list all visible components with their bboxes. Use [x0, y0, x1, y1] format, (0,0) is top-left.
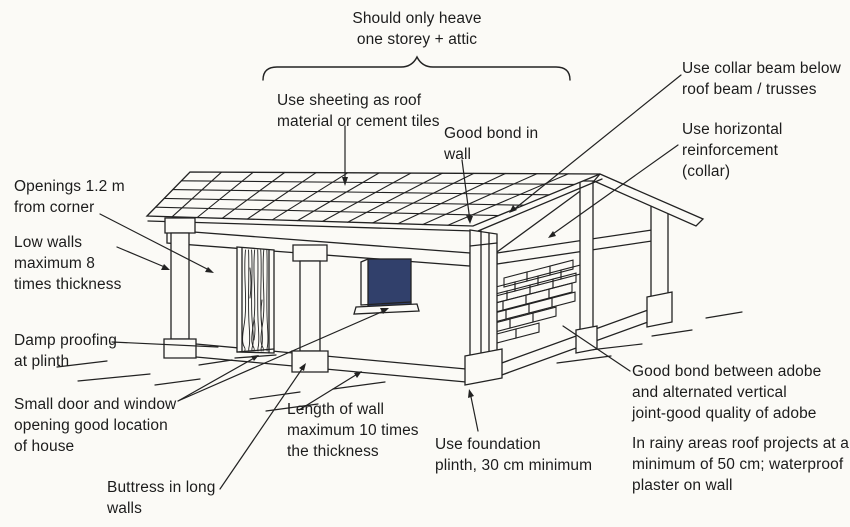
front-wall-base-line [195, 356, 467, 383]
gable-mid-column [579, 180, 594, 333]
roof-verge-line [477, 178, 603, 232]
door-wood-grain [242, 249, 269, 352]
label-storey: Should only heave one storey + attic [352, 10, 482, 48]
label-horizontal-reinforcement: Use horizontal reinforcement (collar) [682, 121, 783, 180]
window-sill-inner [360, 301, 412, 306]
arrowheads [161, 177, 556, 398]
roof [145, 171, 705, 232]
label-good-bond-wall: Good bond in wall [444, 125, 539, 163]
label-length-of-wall: Length of wall maximum 10 times the thic… [287, 401, 419, 460]
leader-foundation [469, 391, 479, 432]
leader-good-bond-wall [461, 159, 471, 222]
door [234, 246, 277, 359]
curly-brace [262, 55, 571, 81]
leader-buttress [219, 365, 305, 490]
gable-columns [575, 180, 673, 354]
window [353, 258, 420, 315]
label-damp-proofing: Damp proofing at plinth [14, 332, 117, 370]
front-left-corner-column [163, 217, 197, 359]
far-right-corner-column-base [646, 291, 673, 328]
label-foundation: Use foundation plinth, 30 cm minimum [435, 436, 593, 474]
leader-collar-beam [511, 74, 682, 212]
far-right-corner-column [650, 204, 669, 298]
label-collar-beam: Use collar beam below roof beam / trusse… [682, 60, 841, 98]
roof-front-slope [145, 171, 601, 227]
label-rainy-areas: In rainy areas roof projects at a minimu… [632, 435, 849, 494]
label-good-bond-adobe: Good bond between adobe and alternated v… [632, 363, 822, 422]
label-low-walls: Low walls maximum 8 times thickness [14, 234, 122, 293]
right-wall-base-line [498, 321, 649, 377]
gable-mid-column-base [575, 325, 598, 354]
door-panel [236, 246, 275, 354]
roof-fascia-line [147, 220, 475, 232]
leader-openings [99, 213, 212, 272]
leader-low-walls [116, 246, 168, 269]
leader-length-of-wall [298, 372, 360, 411]
roof-right-slope-edge [592, 173, 705, 227]
leader-horizontal-reinforcement [549, 144, 679, 237]
door-threshold [236, 348, 275, 353]
front-right-corner-column [464, 229, 503, 386]
label-sheeting: Use sheeting as roof material or cement … [277, 92, 440, 130]
label-openings: Openings 1.2 m from corner [14, 178, 125, 216]
roof-tile-grid [155, 171, 576, 226]
window-reveal-top [360, 258, 369, 263]
leader-damp-proofing [111, 341, 219, 348]
leader-lines [99, 74, 682, 490]
leader-small-door [177, 356, 257, 402]
right-wall-plinth-line [498, 309, 649, 365]
leader-small-window [177, 309, 387, 402]
gable-wall [496, 180, 653, 377]
leader-good-bond-adobe [562, 325, 631, 372]
front-mid-column [291, 244, 329, 373]
label-buttress: Buttress in long walls [107, 479, 216, 517]
label-small-door: Small door and window opening good locat… [14, 396, 177, 455]
gable-edge-left [496, 180, 595, 253]
window-opening [367, 258, 412, 308]
